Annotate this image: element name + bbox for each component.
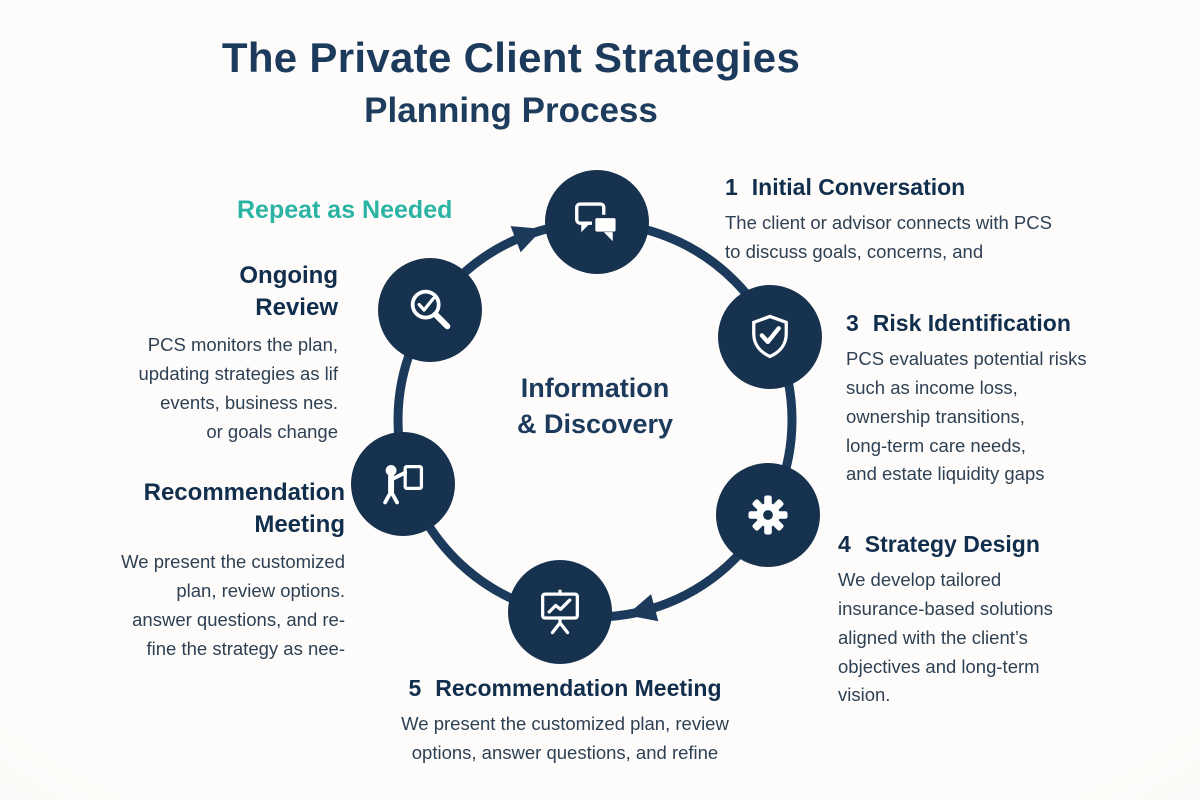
chat-bubbles-icon xyxy=(545,170,649,274)
step-description: We present the customized plan, review o… xyxy=(121,551,345,659)
step-risk-identification: 3 Risk Identification PCS evaluates pote… xyxy=(846,310,1146,489)
step-description: PCS evaluates potential risks such as in… xyxy=(846,348,1087,485)
step-description: PCS monitors the plan, updating strategi… xyxy=(138,334,338,442)
step-title: 3 Risk Identification xyxy=(846,310,1146,337)
step-initial-conversation: 1 Initial Conversation The client or adv… xyxy=(725,174,1135,267)
cycle-arrowhead-top-icon xyxy=(510,226,543,253)
step-number: 1 xyxy=(725,174,738,200)
page-title: The Private Client Strategies Planning P… xyxy=(111,34,911,131)
step-title: 5 Recommendation Meeting xyxy=(330,675,800,702)
step-description: We present the customized plan, review o… xyxy=(401,713,729,763)
step-description: We develop tailored insurance-based solu… xyxy=(838,569,1053,706)
step-strategy-design: 4 Strategy Design We develop tailored in… xyxy=(838,531,1138,710)
presenter-board-icon xyxy=(351,432,455,536)
step-title-text: Strategy Design xyxy=(864,531,1040,557)
step-number: 4 xyxy=(838,531,851,557)
gear-icon xyxy=(716,463,820,567)
step-number: 5 xyxy=(408,675,422,701)
step-title-text: Ongoing Review xyxy=(239,262,338,321)
center-label: Information & Discovery xyxy=(516,373,674,440)
shield-check-icon xyxy=(718,285,822,389)
step-ongoing-review: Ongoing Review PCS monitors the plan, up… xyxy=(60,260,338,447)
page-title-line1: The Private Client Strategies xyxy=(221,34,801,81)
step-title: 1 Initial Conversation xyxy=(725,174,1135,201)
step-title-text: Recommendation Meeting xyxy=(435,675,722,701)
presentation-chart-icon xyxy=(508,560,612,664)
magnifier-check-icon xyxy=(378,258,482,362)
step-recommendation-meeting-left: Recommendation Meeting We present the cu… xyxy=(60,477,345,664)
cycle-arrowhead-bottom-icon xyxy=(626,594,659,622)
page-title-line2: Planning Process xyxy=(364,91,658,130)
step-title-text: Initial Conversation xyxy=(751,174,966,200)
step-number: 3 xyxy=(846,310,859,336)
step-title-text: Risk Identification xyxy=(872,310,1071,336)
step-description: The client or advisor connects with PCS … xyxy=(725,212,1052,262)
step-title: 4 Strategy Design xyxy=(838,531,1138,558)
step-title-text: Recommendation Meeting xyxy=(143,479,345,538)
step-recommendation-meeting-bottom: 5 Recommendation Meeting We present the … xyxy=(330,675,800,768)
repeat-as-needed-label: Repeat as Needed xyxy=(237,196,453,224)
